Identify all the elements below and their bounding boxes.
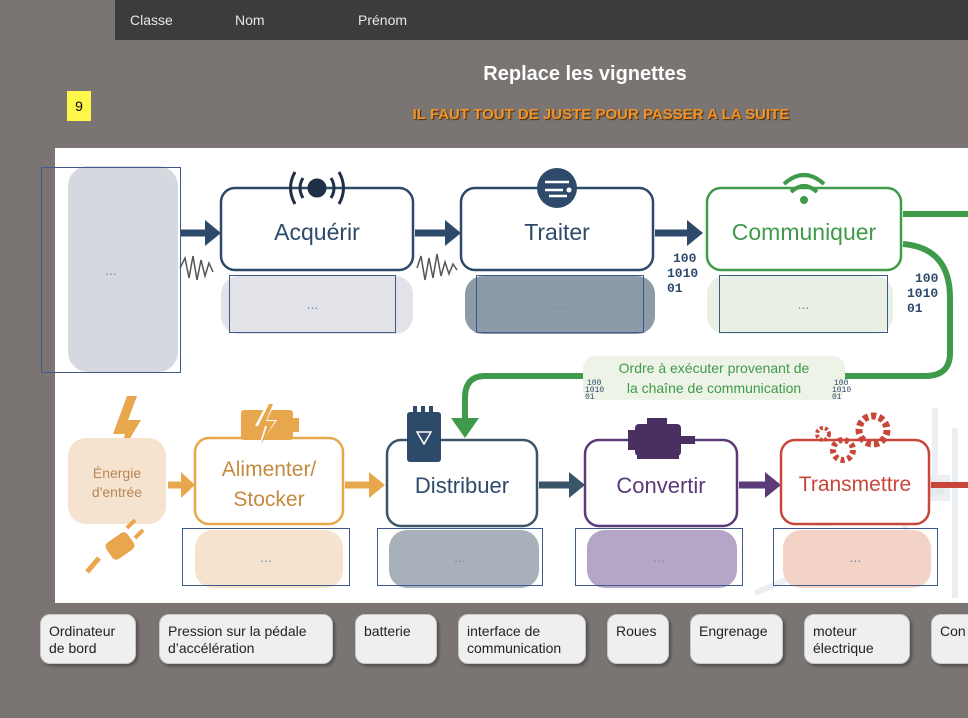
arrow-head (369, 472, 385, 498)
diagram-canvas: Acquérir Traiter 100 1010 01 Comm (68, 166, 968, 598)
arrow-head (445, 220, 461, 246)
top-bar: Classe Nom Prénom (115, 0, 968, 40)
processor-icon (537, 168, 577, 208)
order-label-line2: la chaîne de communication (627, 380, 801, 396)
binary-data-icon: 100 1010 01 (667, 251, 706, 296)
chip-partial[interactable]: Con (931, 614, 968, 664)
binary-small-icon: 100 1010 01 (585, 379, 609, 402)
communiquer-slot-bg (707, 276, 893, 334)
transmettre-box (779, 438, 931, 526)
arrow-head (181, 472, 195, 498)
motor-icon (628, 418, 695, 459)
electrical-cabinet-icon (407, 406, 441, 462)
drop-zone-alimenter[interactable]: ... (182, 528, 350, 586)
communiquer-label: Communiquer (732, 219, 877, 245)
distribuer-label: Distribuer (415, 473, 509, 498)
distribuer-slot-bg (389, 530, 539, 588)
plug-icon (85, 518, 145, 574)
chip-pression-pedale[interactable]: Pression sur la pédale d’accélération (159, 614, 333, 664)
order-label-bg (583, 356, 845, 400)
alimenter-slot-bg (195, 530, 343, 588)
drop-zone-communiquer[interactable]: ... (719, 275, 888, 333)
drop-zone-acquerir[interactable]: ... (229, 275, 396, 333)
classe-label: Classe (130, 12, 173, 28)
chip-interface-communication[interactable]: interface de communication (458, 614, 586, 664)
page-number: 9 (67, 91, 91, 121)
lightning-icon (113, 396, 141, 460)
acquerir-label: Acquérir (274, 219, 360, 245)
binary-data-icon: 100 1010 01 (907, 271, 946, 316)
arrow-head (451, 418, 479, 438)
gears-icon (815, 412, 891, 463)
energie-line1: Énergie (93, 465, 141, 481)
chip-batterie[interactable]: batterie (355, 614, 437, 664)
wifi-icon (782, 173, 826, 204)
chip-roues[interactable]: Roues (607, 614, 669, 664)
arrow-head (765, 472, 781, 498)
drop-zone-transmettre[interactable]: ... (773, 528, 938, 586)
transmettre-label: Transmettre (799, 473, 911, 496)
battery-icon (241, 403, 299, 446)
drop-zone-convertir[interactable]: ... (575, 528, 743, 586)
energie-box (68, 438, 166, 524)
convertir-label: Convertir (616, 473, 705, 498)
chip-ordinateur-de-bord[interactable]: Ordinateur de bord (40, 614, 136, 664)
page-title: Replace les vignettes (483, 63, 687, 85)
chip-moteur-electrique[interactable]: moteur électrique (804, 614, 910, 664)
traiter-label: Traiter (524, 219, 590, 245)
arrow-head (569, 472, 585, 498)
acquerir-slot-bg (221, 276, 413, 334)
nom-label: Nom (235, 12, 265, 28)
order-label-line1: Ordre à exécuter provenant de (619, 360, 810, 376)
transmettre-slot-bg (783, 530, 931, 588)
energie-line2: d'entrée (92, 484, 142, 500)
prenom-label: Prénom (358, 12, 408, 28)
alimenter-line2: Stocker (233, 488, 304, 511)
convertir-slot-bg (587, 530, 737, 588)
function-chain-diagram: Acquérir Traiter 100 1010 01 Comm (55, 148, 968, 603)
arrow-head (205, 220, 221, 246)
chip-engrenage[interactable]: Engrenage (690, 614, 783, 664)
alimenter-box (193, 436, 345, 526)
analog-signal-icon (416, 253, 458, 281)
drop-zone-distribuer[interactable]: ... (377, 528, 543, 586)
order-loop-arrow (462, 241, 953, 420)
analog-signal-icon (179, 255, 214, 281)
drop-zone-traiter[interactable]: ... (476, 275, 644, 333)
page-subtitle: IL FAUT TOUT DE JUSTE POUR PASSER A LA S… (412, 106, 790, 123)
arrow-head (687, 220, 703, 246)
traiter-slot-bg (465, 276, 655, 334)
alimenter-line1: Alimenter/ (222, 458, 317, 481)
binary-small-icon: 100 1010 01 (832, 379, 856, 402)
first-slot-bg (68, 166, 178, 372)
drop-zone-input[interactable]: ... (41, 167, 181, 373)
sensor-icon (289, 171, 345, 205)
